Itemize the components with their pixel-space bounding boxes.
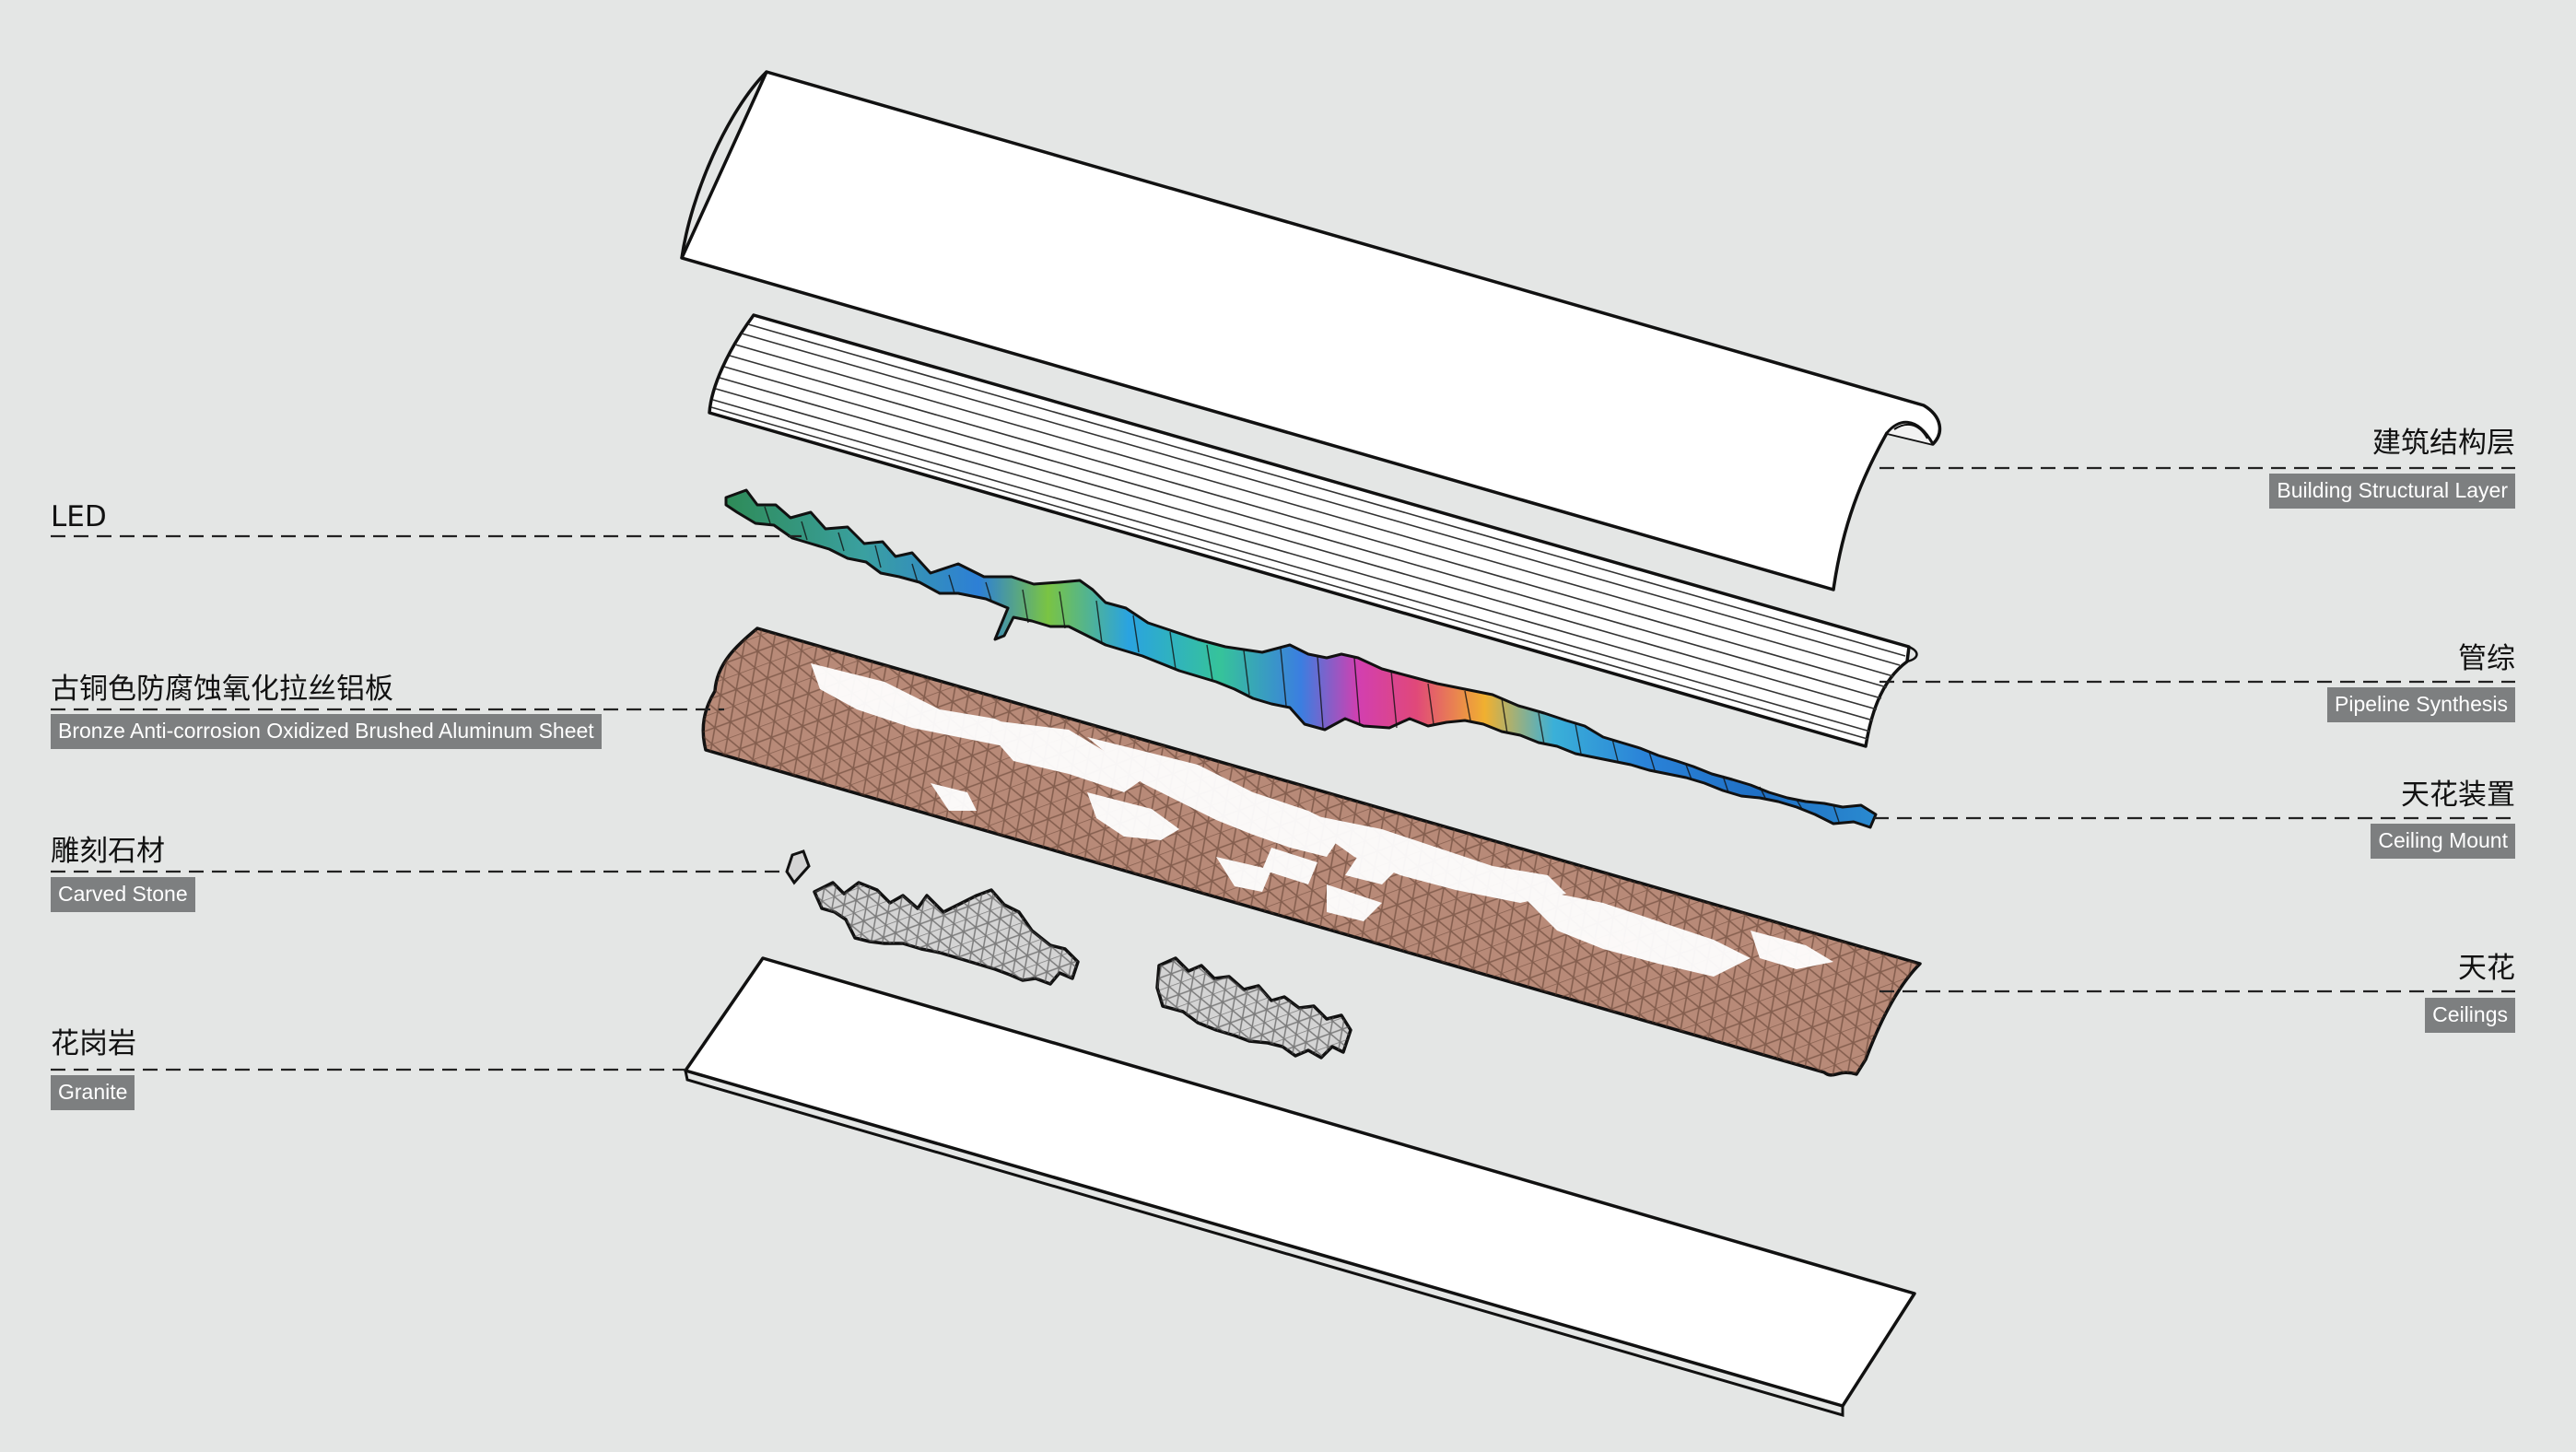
tag-granite-en: Granite bbox=[51, 1075, 135, 1110]
leader-lines-right bbox=[1874, 466, 2515, 993]
granite-slab bbox=[684, 956, 1916, 1417]
label-granite-cn: 花岗岩 bbox=[51, 1027, 136, 1060]
tag-ceilings-en: Ceilings bbox=[2425, 998, 2515, 1033]
tag-stone-en: Carved Stone bbox=[51, 877, 195, 912]
label-ceilings-cn: 天花 bbox=[2458, 952, 2515, 985]
tag-mount-en: Ceiling Mount bbox=[2371, 824, 2515, 859]
carved-stone bbox=[785, 849, 1352, 1060]
label-pipeline-cn: 管综 bbox=[2458, 642, 2515, 675]
led-strip bbox=[724, 488, 1878, 829]
label-bronze-cn: 古铜色防腐蚀氧化拉丝铝板 bbox=[51, 673, 393, 706]
label-mount-cn: 天花装置 bbox=[2401, 779, 2515, 812]
pipeline-layer bbox=[708, 313, 1918, 748]
bronze-ceiling bbox=[701, 626, 1922, 1077]
label-led: LED bbox=[51, 500, 107, 533]
tag-bronze-en: Bronze Anti-corrosion Oxidized Brushed A… bbox=[51, 714, 602, 749]
structural-shell bbox=[680, 70, 1942, 591]
tag-pipeline-en: Pipeline Synthesis bbox=[2327, 687, 2515, 722]
tag-structural-en: Building Structural Layer bbox=[2269, 474, 2515, 509]
label-structural-cn: 建筑结构层 bbox=[2372, 427, 2515, 460]
label-stone-cn: 雕刻石材 bbox=[51, 835, 165, 868]
leader-lines-left bbox=[51, 534, 802, 1071]
